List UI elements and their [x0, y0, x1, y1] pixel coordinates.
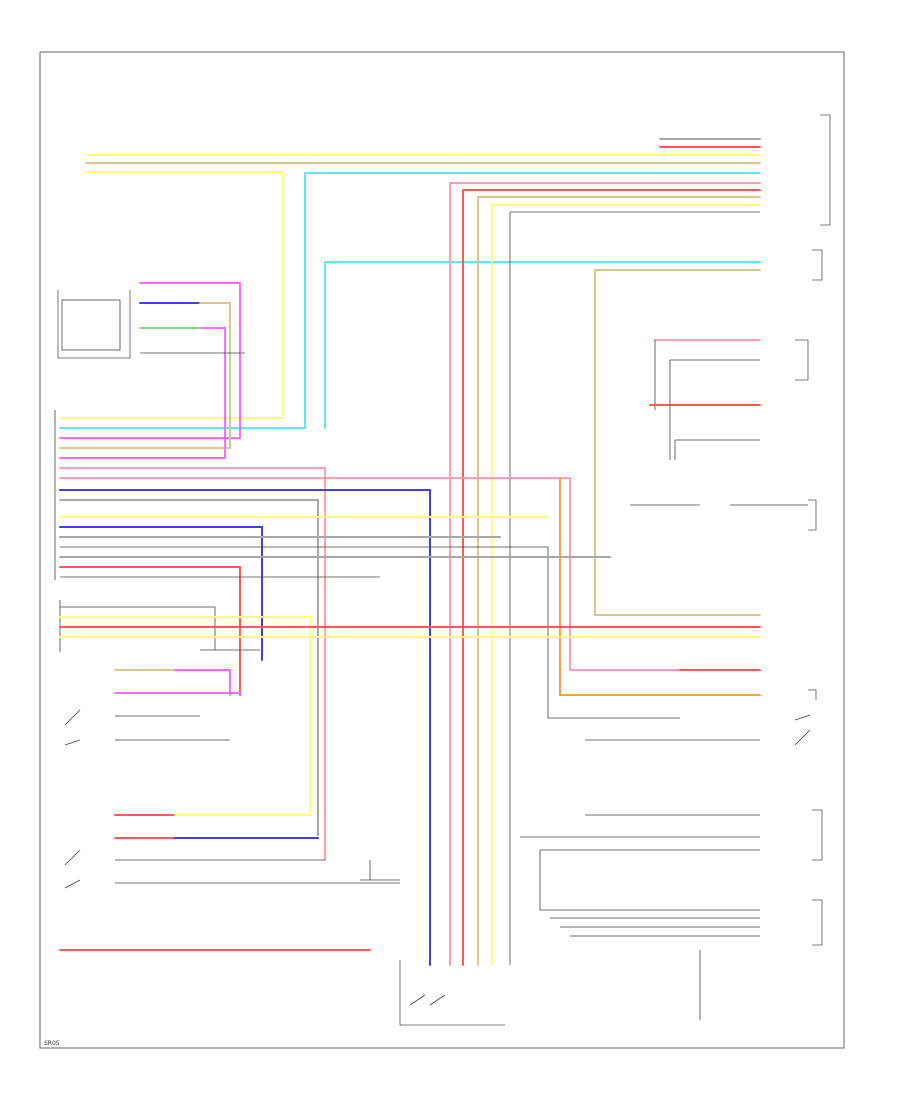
wire-blue-left-long: [59, 489, 431, 966]
switch-symbols-right: [794, 714, 811, 746]
wire-black-vertical: [509, 211, 760, 965]
diagram-border: [39, 51, 845, 1049]
wire-tan-right-run: [594, 269, 761, 616]
switch-symbols-left: [64, 709, 81, 889]
power-window-master-switch-bracket: [820, 114, 831, 226]
wire-yellow-lower: [59, 616, 311, 816]
wire-magenta-mirror-2: [59, 327, 226, 459]
wire-blue-left-2: [59, 526, 263, 661]
right-mid-connector-bracket: [795, 339, 809, 381]
wire-pink-left-2: [59, 477, 681, 671]
wire-black-lower-1: [60, 606, 216, 650]
right-door-lock-bracket: [808, 499, 817, 531]
left-door-lock-actuator-bracket: [808, 689, 817, 700]
wire-black-left-long: [60, 546, 680, 719]
footer-code: SR05: [44, 1040, 60, 1047]
wire-black-lr-group: [520, 814, 760, 851]
wire-black-rr: [115, 715, 230, 741]
wire-black-right-ground: [669, 359, 760, 460]
wire-black-switch-left: [360, 860, 400, 881]
wire-cyan-left-drop: [59, 172, 306, 429]
mirror-switch-box: [57, 290, 131, 359]
wire-magenta-rr-1: [174, 669, 231, 696]
wire-tan-mirror: [59, 302, 231, 449]
wire-yellow-left-drop: [59, 171, 284, 419]
wire-black-right-ground-2: [674, 439, 760, 460]
right-top-connector-bracket: [812, 249, 823, 281]
switch-symbols-bottom: [409, 994, 446, 1006]
wire-magenta-mirror: [59, 282, 241, 439]
wire-orange-lock: [559, 477, 761, 696]
wire-black-lr-lower: [539, 850, 760, 937]
left-rear-connector-bracket: [812, 809, 823, 861]
wire-pink-left-1: [59, 467, 326, 861]
left-rear-door-connector-bracket: [812, 899, 823, 946]
wire-gray-left-1: [59, 499, 319, 836]
wire-red-left-drop: [59, 566, 241, 696]
rear-door-lock-actuator-box: [399, 960, 505, 1026]
mirror-switch-inner: [61, 299, 121, 351]
